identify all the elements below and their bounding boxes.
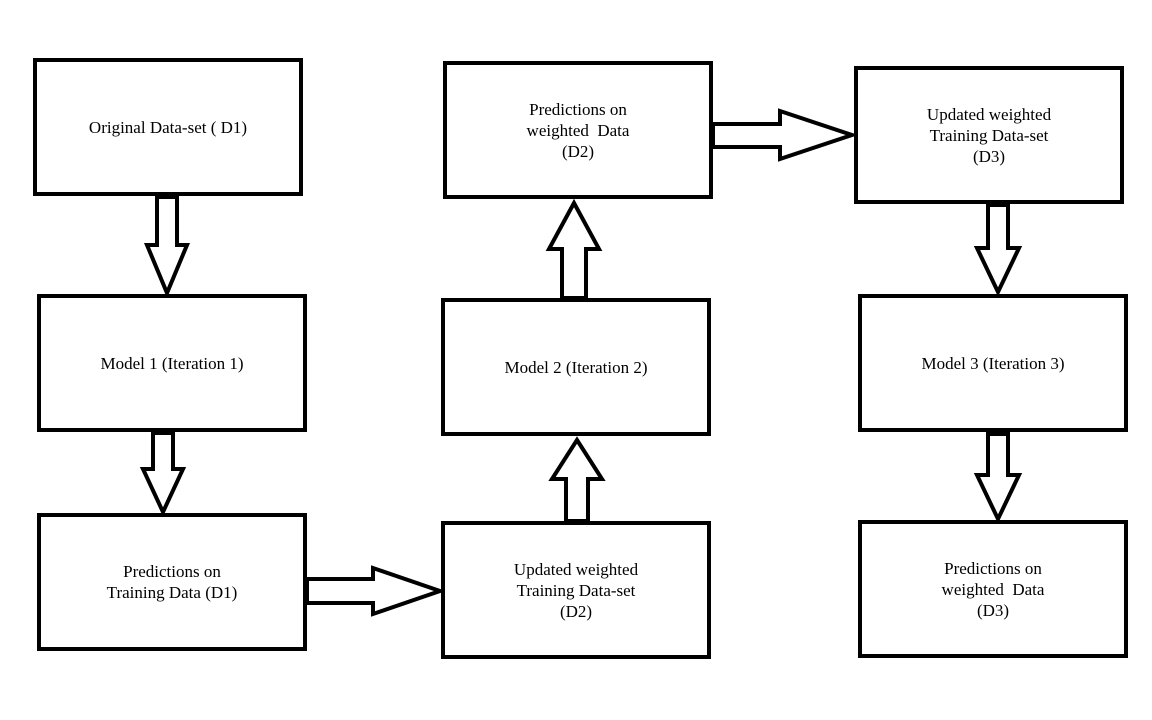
box-text-line: Training Data-set [516, 580, 636, 600]
box-text-line: weighted Data [941, 579, 1045, 599]
box-text-line: Predictions on [123, 562, 221, 581]
arrow-right-predictions-to-updated-d2 [305, 565, 447, 617]
model-2-box: Model 2 (Iteration 2) [441, 298, 711, 436]
box-text-line: Updated weighted [926, 104, 1052, 124]
arrow-down-model1-to-predictions [139, 431, 187, 517]
box-text-line: (D2) [559, 601, 593, 621]
model-1-box: Model 1 (Iteration 1) [37, 294, 307, 432]
arrow-down-model3-to-predictions-d3 [973, 432, 1023, 524]
box-text-line: (D3) [972, 146, 1006, 166]
box-text-line: Original Data-set ( D1) [88, 117, 248, 137]
box-text-line: Model 2 (Iteration 2) [504, 357, 648, 377]
box-text-line: Training Data-set [929, 125, 1049, 145]
original-dataset-box: Original Data-set ( D1) [33, 58, 303, 196]
original-dataset-label: Original Data-set ( D1) [89, 117, 247, 138]
model-3-box: Model 3 (Iteration 3) [858, 294, 1128, 432]
box-text-line: Model 1 (Iteration 1) [100, 353, 244, 373]
box-text-line: Predictions on [529, 99, 627, 119]
model-2-label: Model 2 (Iteration 2) [504, 357, 647, 378]
box-text-line: (D2) [561, 141, 595, 161]
arrow-down-updated-d3-to-model3 [973, 203, 1023, 297]
box-text-line: Training Data (D1) [106, 583, 238, 602]
model-1-label: Model 1 (Iteration 1) [100, 353, 243, 374]
predictions-training-d1-box: Predictions on Training Data (D1) [37, 513, 307, 651]
arrow-up-updated-d2-to-model2 [548, 436, 606, 523]
box-text-line: Model 3 (Iteration 3) [921, 353, 1065, 373]
predictions-training-d1-label: Predictions on Training Data (D1) [107, 561, 238, 603]
box-text-line: weighted Data [526, 120, 630, 140]
arrow-down-d1-to-model1 [144, 195, 190, 299]
arrow-right-predictions-d2-to-updated-d3 [711, 108, 859, 162]
box-text-line: Updated weighted [513, 559, 639, 579]
box-text-line: (D3) [976, 600, 1010, 620]
model-3-label: Model 3 (Iteration 3) [921, 353, 1064, 374]
box-text-line: Predictions on [944, 558, 1042, 578]
arrow-up-model2-to-predictions-d2 [545, 198, 603, 300]
